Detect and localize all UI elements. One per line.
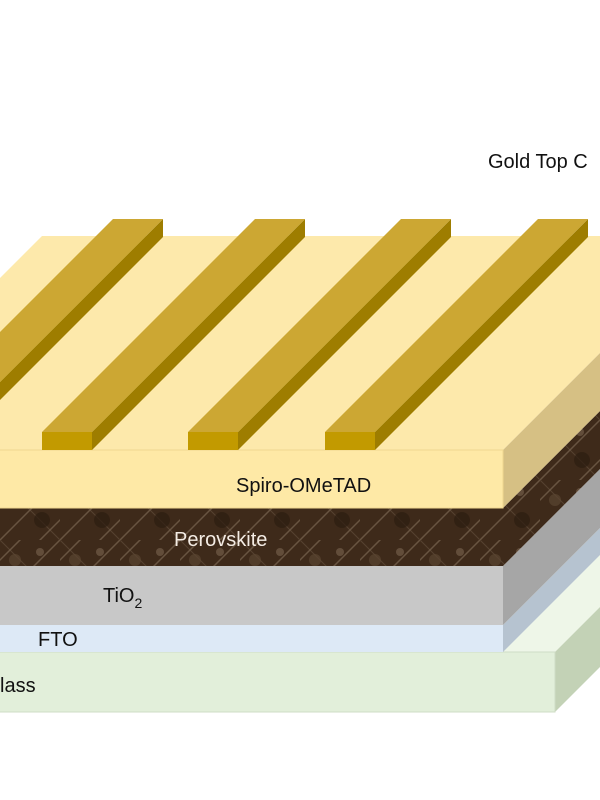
gold-contacts — [0, 219, 588, 450]
gold-stripe-top — [0, 219, 163, 382]
gold-stripe-side — [238, 219, 451, 450]
gold-contact-stripe — [42, 219, 305, 450]
gold-stripe-top — [188, 219, 451, 432]
fto-label: FTO — [38, 629, 78, 651]
tio2-front-face — [0, 566, 503, 625]
gold-stripe-top — [325, 219, 588, 432]
gold-stripe-side — [0, 219, 163, 400]
tio2-side-face — [503, 469, 600, 625]
gold-contact-stripe — [325, 219, 588, 450]
spiro-front-face — [0, 449, 504, 509]
gold-top-contact-label: Gold Top C — [488, 151, 588, 173]
glass-front-face — [0, 651, 556, 713]
gold-stripe-front — [42, 432, 92, 450]
gold-contact-stripe — [188, 219, 451, 450]
tio2-label: TiO2 — [103, 585, 142, 611]
spiro-side-face — [503, 353, 600, 508]
gold-stripe-front — [325, 432, 375, 450]
perovskite-front-face — [0, 508, 503, 566]
gold-stripe-top — [42, 219, 305, 432]
spiro-label: Spiro-OMeTAD — [236, 475, 371, 497]
perovskite-side-face — [503, 411, 600, 566]
gold-stripe-front — [188, 432, 238, 450]
glass-side-face — [555, 607, 600, 712]
fto-front-face — [0, 625, 503, 652]
fto-side-face — [503, 528, 600, 652]
gold-stripe-side — [92, 219, 305, 450]
perovskite-layer: Perovskite — [0, 411, 600, 566]
glass-label: lass — [0, 675, 36, 697]
perovskite-label: Perovskite — [174, 529, 267, 551]
gold-stripe-side — [375, 219, 588, 450]
fto-layer: FTO — [0, 528, 600, 652]
tio2-layer: TiO2 — [0, 469, 600, 625]
gold-contact-stripe — [0, 219, 163, 400]
